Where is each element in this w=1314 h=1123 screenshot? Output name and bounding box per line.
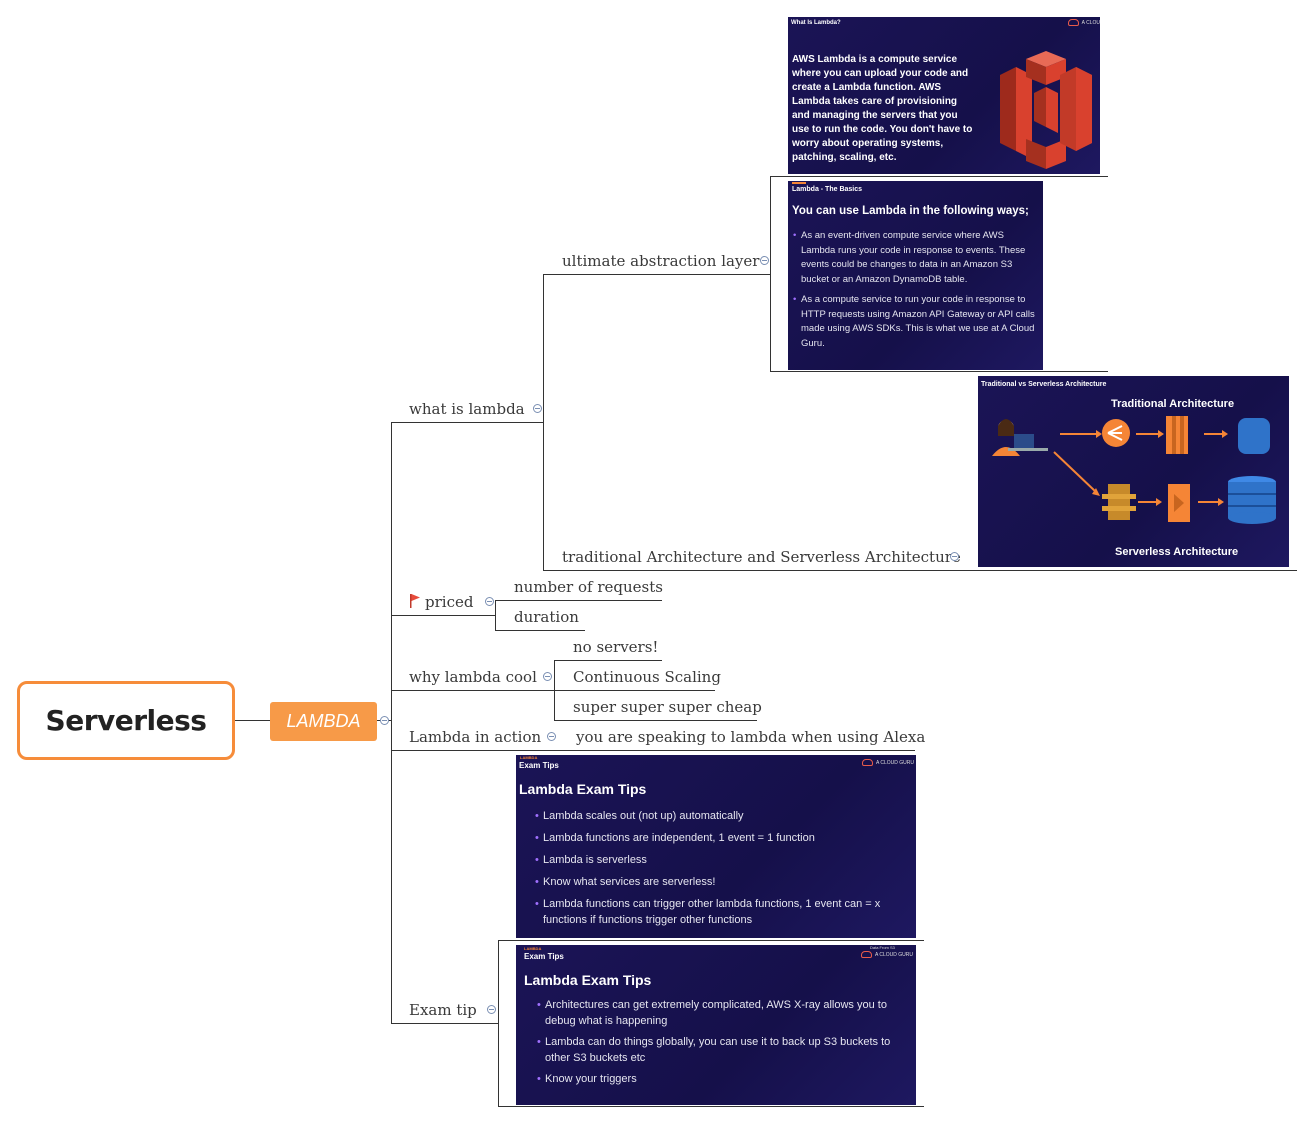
- user-icon: [992, 419, 1048, 456]
- sub-spine: [495, 600, 496, 630]
- slide-title: You can use Lambda in the following ways…: [792, 205, 1029, 217]
- collapse-toggle[interactable]: [760, 256, 769, 265]
- slide-body: AWS Lambda is a compute service where yo…: [792, 54, 973, 163]
- branch-underline: [391, 615, 495, 616]
- branch-underline: [554, 660, 662, 661]
- sub-spine: [543, 274, 544, 570]
- bracket-line: [770, 176, 1108, 177]
- branch-underline: [543, 570, 1297, 571]
- bullet-item: As a compute service to run your code in…: [793, 293, 1040, 351]
- topic-alexa[interactable]: you are speaking to lambda when using Al…: [576, 728, 926, 746]
- collapse-toggle[interactable]: [543, 672, 552, 681]
- brand-logo: A CLOUD GURU: [861, 759, 914, 766]
- slide-bullets: Lambda scales out (not up) automatically…: [535, 808, 905, 928]
- slide-header: What Is Lambda?: [791, 20, 841, 26]
- brand-logo: A CLOUD GURU: [860, 951, 913, 958]
- s3-bucket-icon: [1000, 51, 1092, 169]
- bracket-line: [770, 371, 1108, 372]
- brand-logo: A CLOU: [1067, 19, 1100, 26]
- topic-priced[interactable]: priced: [425, 593, 474, 611]
- flag-icon: [410, 594, 420, 608]
- topic-number-of-requests[interactable]: number of requests: [514, 578, 663, 596]
- connector: [235, 720, 270, 721]
- bullet-item: Architectures can get extremely complica…: [537, 997, 905, 1029]
- slide-title: Lambda Exam Tips: [524, 972, 652, 988]
- slide-kicker: LAMBDA: [520, 755, 538, 760]
- main-topic-lambda[interactable]: LAMBDA: [270, 702, 377, 741]
- slide-what-is-lambda[interactable]: What Is Lambda? A CLOU AWS Lambda is a c…: [788, 17, 1100, 174]
- branch-underline: [391, 690, 554, 691]
- slide-header: Exam Tips: [519, 761, 559, 770]
- bracket-line: [498, 940, 499, 1107]
- serverless-label: Serverless Architecture: [1115, 546, 1239, 558]
- bullet-item: Lambda functions are independent, 1 even…: [535, 830, 905, 846]
- bracket-line: [498, 1106, 924, 1107]
- collapse-toggle[interactable]: [547, 732, 556, 741]
- topic-what-is-lambda[interactable]: what is lambda: [409, 400, 525, 418]
- bullet-item: Lambda scales out (not up) automatically: [535, 808, 905, 824]
- bullet-item: Lambda is serverless: [535, 852, 905, 868]
- topic-duration[interactable]: duration: [514, 608, 579, 626]
- bullet-item: As an event-driven compute service where…: [793, 229, 1040, 287]
- topic-no-servers[interactable]: no servers!: [573, 638, 659, 656]
- slide-sublabel: Data From S3: [870, 945, 895, 950]
- bullet-item: Know what services are serverless!: [535, 874, 905, 890]
- slide-title: Lambda Exam Tips: [519, 781, 647, 797]
- branch-underline: [543, 274, 770, 275]
- topic-super-cheap[interactable]: super super super cheap: [573, 698, 762, 716]
- bullet-item: Lambda functions can trigger other lambd…: [535, 896, 905, 928]
- cloud-icon: [861, 759, 873, 766]
- slide-bullets: Architectures can get extremely complica…: [537, 997, 905, 1087]
- branch-underline: [554, 720, 757, 721]
- bracket-line: [770, 176, 771, 372]
- topic-traditional-vs-serverless[interactable]: traditional Architecture and Serverless …: [562, 548, 961, 566]
- topic-lambda-in-action[interactable]: Lambda in action: [409, 728, 542, 746]
- branch-underline: [391, 750, 915, 751]
- slide-header: Traditional vs Serverless Architecture: [981, 381, 1107, 388]
- slide-lambda-basics[interactable]: Lambda - The Basics You can use Lambda i…: [788, 181, 1043, 370]
- collapse-toggle[interactable]: [485, 597, 494, 606]
- branch-underline: [391, 422, 543, 423]
- slide-bullets: As an event-driven compute service where…: [793, 229, 1040, 351]
- cloud-icon: [860, 951, 872, 958]
- topic-why-lambda-cool[interactable]: why lambda cool: [409, 668, 537, 686]
- branch-underline: [495, 630, 585, 631]
- traditional-label: Traditional Architecture: [1111, 398, 1235, 410]
- collapse-toggle[interactable]: [950, 552, 959, 561]
- slide-exam-tips-2[interactable]: LAMBDA Exam Tips Data From S3 A CLOUD GU…: [516, 945, 916, 1105]
- branch-underline: [391, 1023, 498, 1024]
- slide-architecture[interactable]: Traditional vs Serverless Architecture T…: [978, 376, 1289, 567]
- main-topic-label: LAMBDA: [286, 711, 361, 731]
- architecture-diagram: [992, 416, 1276, 524]
- bracket-line: [498, 940, 924, 941]
- topic-ultimate-abstraction[interactable]: ultimate abstraction layer: [562, 252, 760, 270]
- slide-kicker: LAMBDA: [524, 946, 542, 951]
- collapse-toggle[interactable]: [487, 1005, 496, 1014]
- accent-bar: [792, 182, 806, 184]
- topic-continuous-scaling[interactable]: Continuous Scaling: [573, 668, 721, 686]
- root-label: Serverless: [45, 704, 207, 737]
- cloud-icon: [1067, 19, 1079, 26]
- collapse-toggle[interactable]: [380, 716, 389, 725]
- spine-line: [391, 422, 392, 1024]
- slide-header: Lambda - The Basics: [792, 186, 863, 193]
- topic-exam-tip[interactable]: Exam tip: [409, 1001, 477, 1019]
- branch-underline: [554, 690, 715, 691]
- collapse-toggle[interactable]: [533, 404, 542, 413]
- bullet-item: Know your triggers: [537, 1071, 905, 1087]
- slide-header: Exam Tips: [524, 952, 564, 961]
- root-topic[interactable]: Serverless: [17, 681, 235, 760]
- bullet-item: Lambda can do things globally, you can u…: [537, 1034, 905, 1066]
- branch-underline: [495, 600, 662, 601]
- slide-exam-tips-1[interactable]: LAMBDA Exam Tips A CLOUD GURU Lambda Exa…: [516, 755, 916, 938]
